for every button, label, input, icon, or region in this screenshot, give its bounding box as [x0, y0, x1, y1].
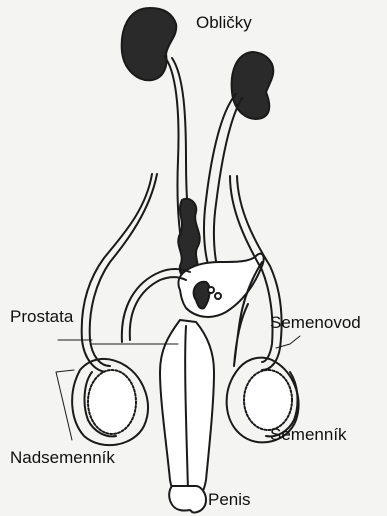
bladder-dot-1 — [208, 287, 214, 293]
glans — [169, 486, 206, 513]
left-kidney — [122, 8, 177, 80]
label-kidneys: Obličky — [196, 14, 252, 31]
label-vas-deferens: Semenovod — [270, 314, 361, 331]
label-epididymis: Nadsemenník — [10, 449, 115, 466]
label-testis: Semenník — [270, 426, 347, 443]
label-penis: Penis — [208, 491, 251, 508]
right-ureter — [204, 94, 242, 278]
left-testis — [88, 370, 136, 434]
left-vas-deferens — [82, 174, 157, 372]
right-testis — [244, 370, 292, 430]
leader-prostata — [58, 340, 178, 344]
bladder-dot-2 — [215, 293, 221, 299]
label-prostate: Prostata — [10, 308, 73, 325]
right-kidney — [232, 52, 274, 119]
